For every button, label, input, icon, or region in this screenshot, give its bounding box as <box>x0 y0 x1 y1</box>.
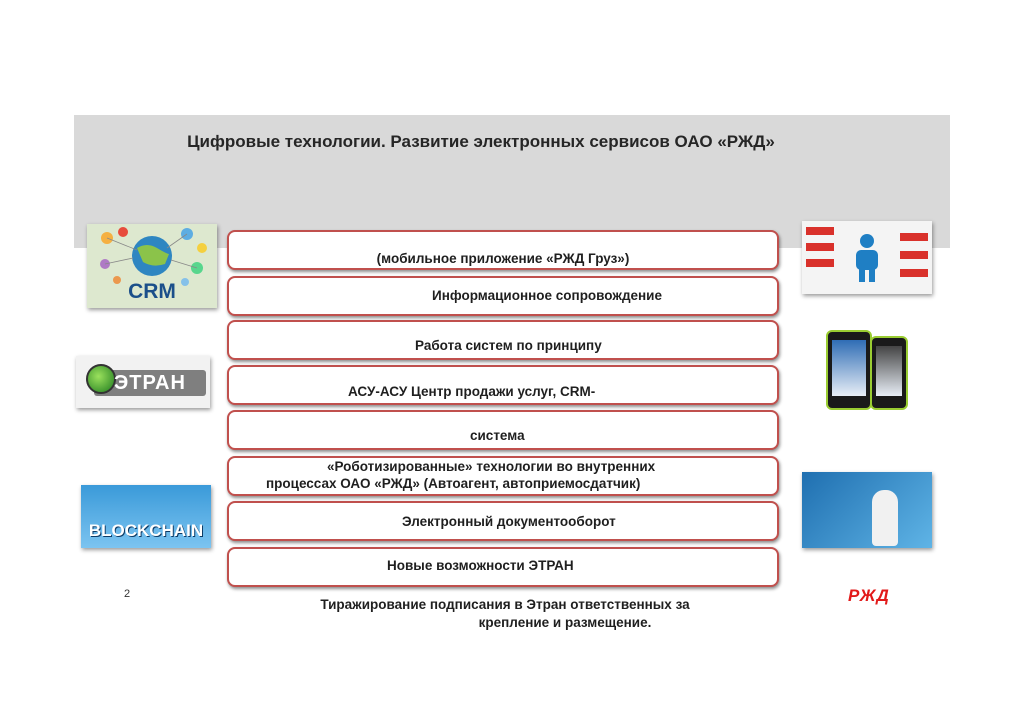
list-item <box>227 320 779 360</box>
list-item <box>227 501 779 541</box>
blockchain-label: BLOCKCHAIN <box>88 521 204 540</box>
info-tag <box>900 251 928 259</box>
bar-text: Электронный документооборот <box>402 514 616 529</box>
crm-image: CRM <box>87 224 217 308</box>
bar-text: процессах ОАО «РЖД» (Автоагент, автоприе… <box>266 476 641 491</box>
page-number: 2 <box>124 588 131 600</box>
bar-text: Новые возможности ЭТРАН <box>387 558 574 573</box>
list-item <box>227 410 779 450</box>
bar-text: Информационное сопровождение <box>432 288 662 303</box>
crm-label: CRM <box>128 280 176 303</box>
person-photo-icon <box>872 490 898 546</box>
globe-network-icon <box>100 227 207 286</box>
list-item <box>227 547 779 587</box>
phone-icon <box>826 330 872 410</box>
bar-text: Работа систем по принципу <box>415 338 602 353</box>
list-item <box>227 276 779 316</box>
infographic-image <box>802 221 932 294</box>
info-tag <box>806 259 834 267</box>
etran-globe-icon <box>86 364 116 394</box>
etran-image: ЭТРАН <box>76 356 210 408</box>
blockchain-image: BLOCKCHAIN <box>81 485 211 548</box>
phones-image <box>824 330 908 412</box>
footer-text: Тиражирование подписания в Этран ответст… <box>255 596 755 632</box>
bar-text: «Роботизированные» технологии во внутрен… <box>327 459 656 474</box>
footer-line: крепление и размещение. <box>478 615 652 630</box>
info-tag <box>900 269 928 277</box>
info-tag <box>806 227 834 235</box>
bar-text: (мобильное приложение «РЖД Груз») <box>376 251 630 266</box>
list-item <box>227 456 779 496</box>
person-icon <box>856 234 878 282</box>
list-item <box>227 365 779 405</box>
info-tag <box>806 243 834 251</box>
rzd-logo: РЖД <box>848 586 890 605</box>
etran-label: ЭТРАН <box>114 372 186 394</box>
bar-text: система <box>470 428 525 443</box>
page-title: Цифровые технологии. Развитие электронны… <box>187 132 775 151</box>
bar-text: АСУ-АСУ Центр продажи услуг, CRM- <box>348 384 596 399</box>
phone-icon <box>870 336 908 410</box>
info-tag <box>900 233 928 241</box>
digital-services-image <box>802 472 932 548</box>
list-item <box>227 230 779 270</box>
footer-line: Тиражирование подписания в Этран ответст… <box>320 597 690 612</box>
